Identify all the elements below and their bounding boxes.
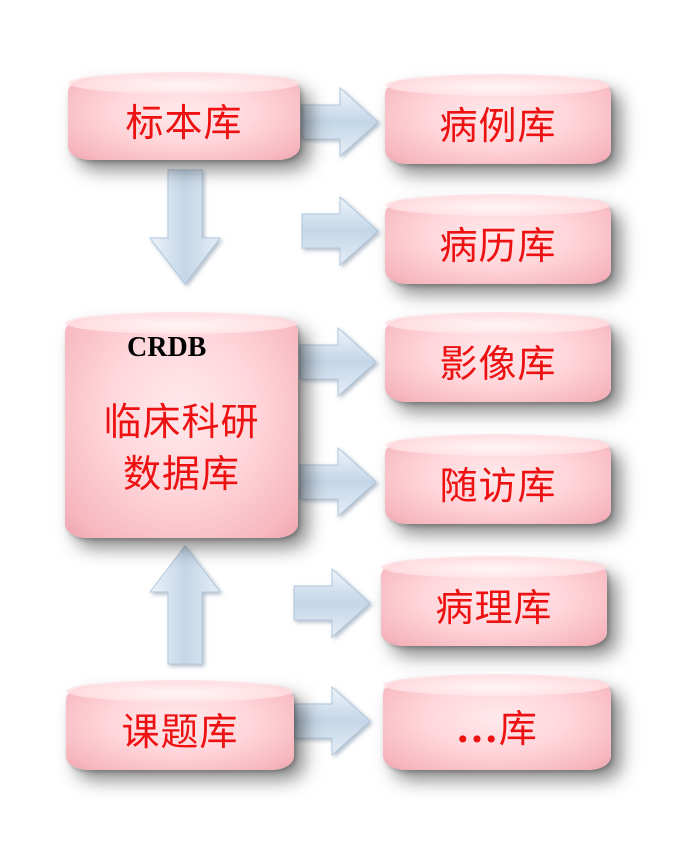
specimen-library-node: 标本库	[68, 72, 300, 160]
record-library-node: 病历库	[385, 194, 611, 284]
imaging-library-label: 影像库	[439, 341, 557, 386]
arrow-to-imaging	[299, 326, 377, 398]
central-database-abbr: CRDB	[127, 332, 207, 363]
imaging-library-node: 影像库	[385, 312, 611, 402]
arrow-to-followup	[299, 446, 377, 518]
arrow-to-pathology	[293, 567, 371, 639]
pathology-library-node: 病理库	[381, 556, 607, 646]
central-database-node: CRDB 临床科研 数据库	[65, 312, 298, 538]
arrow-to-record	[301, 195, 379, 267]
case-library-node: 病例库	[385, 74, 611, 164]
more-library-ellipsis: ...	[456, 705, 499, 751]
record-library-label: 病历库	[439, 223, 557, 268]
arrow-specimen-to-case	[301, 86, 379, 158]
project-library-node: 课题库	[66, 680, 294, 770]
followup-library-node: 随访库	[385, 434, 611, 524]
followup-library-label: 随访库	[439, 463, 557, 508]
more-library-suffix: 库	[498, 706, 538, 751]
arrow-project-to-central	[148, 545, 222, 665]
arrow-project-to-more	[293, 685, 371, 757]
pathology-library-label: 病理库	[435, 585, 553, 630]
central-database-title-line2: 数据库	[122, 452, 240, 496]
more-library-label: ...库	[456, 698, 538, 753]
specimen-library-label: 标本库	[125, 100, 243, 145]
central-database-title-line1: 临床科研	[103, 400, 260, 444]
arrow-specimen-to-central	[148, 169, 222, 285]
central-database-title: 临床科研 数据库	[65, 396, 298, 500]
project-library-label: 课题库	[121, 709, 239, 754]
more-library-node: ...库	[383, 674, 611, 770]
case-library-label: 病例库	[439, 103, 557, 148]
